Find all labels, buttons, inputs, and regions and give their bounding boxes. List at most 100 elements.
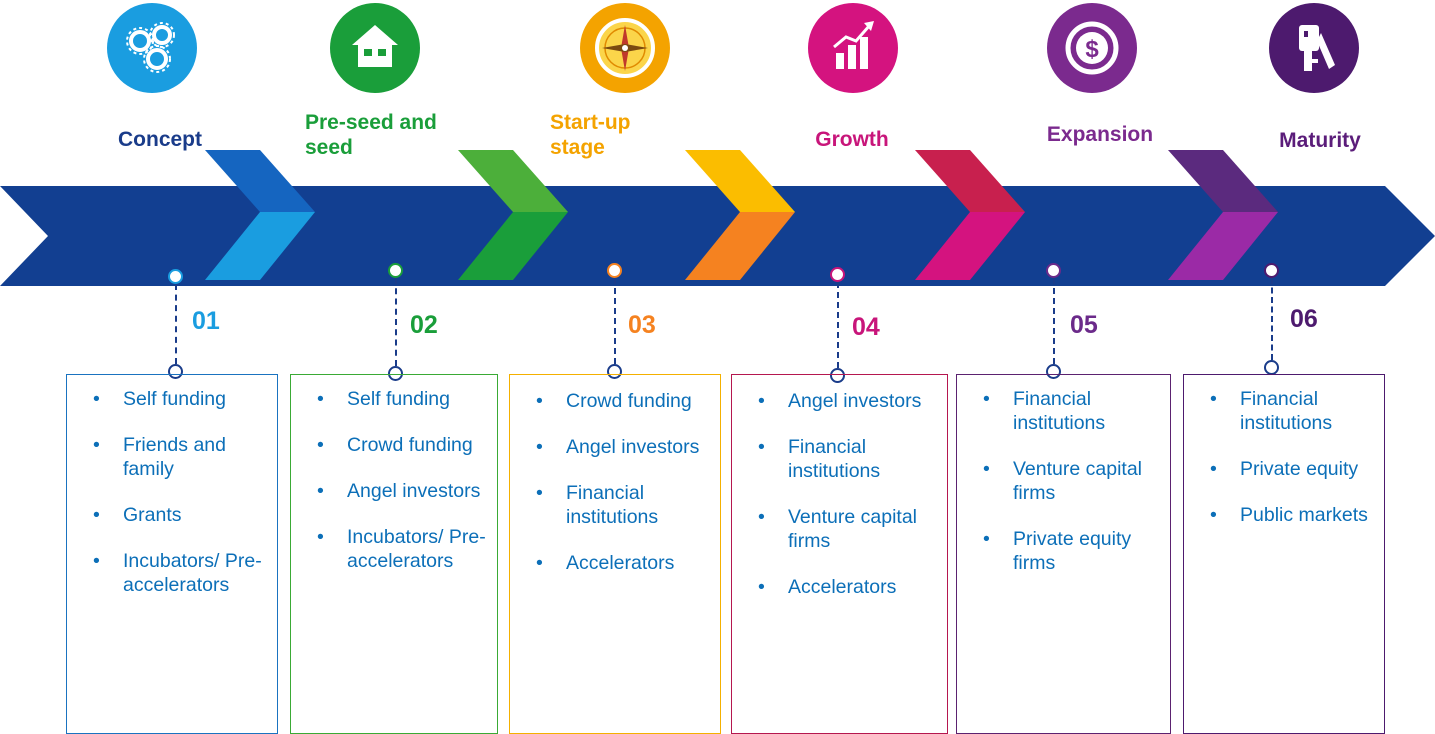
funding-source-label: Incubators/ Pre-accelerators [347,526,486,572]
stage-number: 02 [410,311,438,339]
stage-title: Expansion [1046,123,1154,146]
bullet: • [1210,504,1217,526]
funding-source-item: • Financial institutions [732,435,947,483]
funding-source-item: • Financial institutions [957,387,1170,435]
funding-sources-box: •Crowd funding•Angel investors•Financial… [509,374,721,734]
key-icon [1269,3,1359,93]
funding-sources-list: • Financial institutions • Venture capital … [957,375,1170,575]
stage-number: 01 [192,307,220,335]
funding-sources-list: •Self funding•Friends and family•Grants•… [67,375,277,597]
svg-text:$: $ [1085,36,1099,63]
stage-title: Start-up stage [550,111,631,159]
bullet: • [983,528,990,550]
bullet: • [536,482,543,504]
connector-pin [1046,364,1061,379]
stage-title: Pre-seed and seed [305,111,437,159]
funding-sources-box: •Self funding•Crowd funding•Angel invest… [290,374,498,734]
funding-source-label: Financial institutions [1240,388,1333,434]
funding-source-label: Private equity firms [1013,528,1132,574]
chevron-top [915,150,1025,212]
bullet: • [758,436,765,458]
bullet: • [1210,458,1217,480]
funding-source-label: Crowd funding [566,390,692,412]
dollar-coin-icon: $ [1047,3,1137,93]
funding-source-item: •Public markets [1184,503,1384,527]
funding-source-label: Private equity [1240,458,1359,480]
stage-title: Maturity [1279,129,1361,152]
bullet: • [536,390,543,412]
connector-pin [830,267,845,282]
bullet: • [983,388,990,410]
connector-pin [1264,263,1279,278]
bullet: • [317,526,324,548]
funding-source-label: Incubators/ Pre-accelerators [123,550,262,596]
house-icon [330,3,420,93]
funding-source-label: Venture capital firms [1013,458,1143,504]
funding-source-label: Angel investors [347,480,481,502]
connector-line [837,282,839,368]
bullet: • [758,506,765,528]
connector-pin [607,263,622,278]
funding-source-label: Grants [123,504,182,526]
funding-source-item: •Angel investors [291,479,497,503]
funding-source-item: •Angel investors [510,435,720,459]
connector-line [1053,278,1055,364]
bullet: • [1210,388,1217,410]
funding-source-label: Financial institutions [788,436,881,482]
chevron-bottom [205,212,315,280]
growth-chart-icon [808,3,898,93]
connector-pin [168,364,183,379]
bullet: • [93,550,100,572]
connector-pin [1046,263,1061,278]
funding-source-label: Financial institutions [1013,388,1106,434]
connector-pin [168,269,183,284]
funding-source-label: Angel investors [566,436,700,458]
bullet: • [93,388,100,410]
connector-pin [607,364,622,379]
stage-number: 05 [1070,311,1098,339]
funding-source-item: • Accelerators [510,551,720,575]
bullet: • [536,552,543,574]
funding-source-item: • Incubators/ Pre-accelerators [291,525,497,573]
funding-source-item: • Private equity firms [957,527,1170,575]
bullet: • [758,390,765,412]
timeline-arrow [0,186,1435,286]
chevron-bottom [685,212,795,280]
funding-source-label: Venture capital firms [788,506,918,552]
funding-source-item: • Venture capital firms [732,505,947,553]
chevron-bottom [915,212,1025,280]
funding-source-label: Accelerators [566,552,675,574]
funding-sources-box: • Financial institutions • Private equity •P… [1183,374,1385,734]
chevron-top [685,150,795,212]
funding-sources-list: •Angel investors•Financial institutions•… [732,375,947,599]
connector-pin [1264,360,1279,375]
chevron-top [458,150,568,212]
bullet: • [93,434,100,456]
funding-source-label: Self funding [347,388,450,410]
chevron-top [1168,150,1278,212]
bullet: • [983,458,990,480]
funding-source-item: •Crowd funding [291,433,497,457]
funding-source-label: Financial institutions [566,482,659,528]
chevron-bottom [458,212,568,280]
gears-icon [107,3,197,93]
funding-sources-box: •Angel investors•Financial institutions•… [731,374,948,734]
funding-source-item: •Grants [67,503,277,527]
stage-title: Concept [118,128,202,151]
bullet: • [758,576,765,598]
funding-sources-list: • Financial institutions • Private equity •P… [1184,375,1384,527]
connector-line [614,278,616,364]
funding-source-item: • Incubators/ Pre-accelerators [67,549,277,597]
compass-icon [580,3,670,93]
funding-source-item: • Crowd funding [510,389,720,413]
bullet: • [317,434,324,456]
connector-line [1271,278,1273,360]
stage-title: Growth [815,128,889,151]
stage-number: 03 [628,311,656,339]
funding-source-item: • Private equity [1184,457,1384,481]
funding-sources-list: •Crowd funding•Angel investors•Financial… [510,375,720,575]
funding-source-item: • Venture capital firms [957,457,1170,505]
stage-number: 06 [1290,305,1318,333]
chevron-top [205,150,315,212]
